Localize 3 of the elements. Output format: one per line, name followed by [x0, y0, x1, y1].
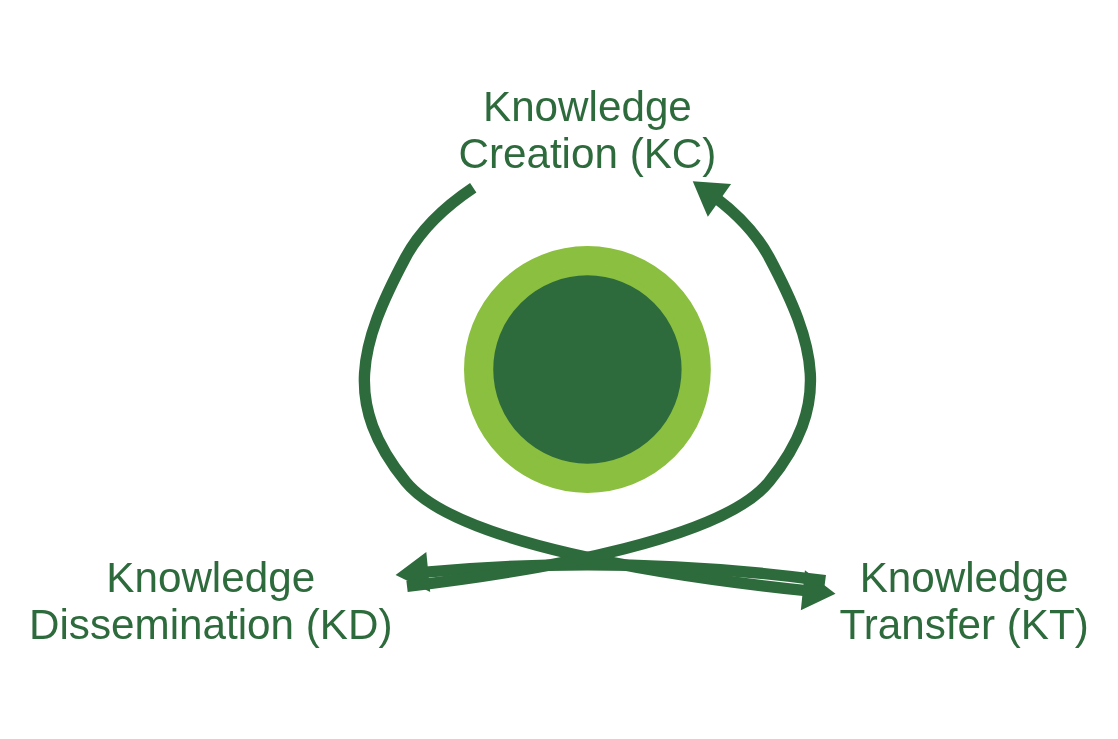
- node-text: Knowledge Creation (KC): [458, 82, 717, 177]
- node-text: Knowledge Dissemination (KD): [28, 553, 393, 648]
- node-text: Knowledge Transfer (KT): [839, 553, 1089, 648]
